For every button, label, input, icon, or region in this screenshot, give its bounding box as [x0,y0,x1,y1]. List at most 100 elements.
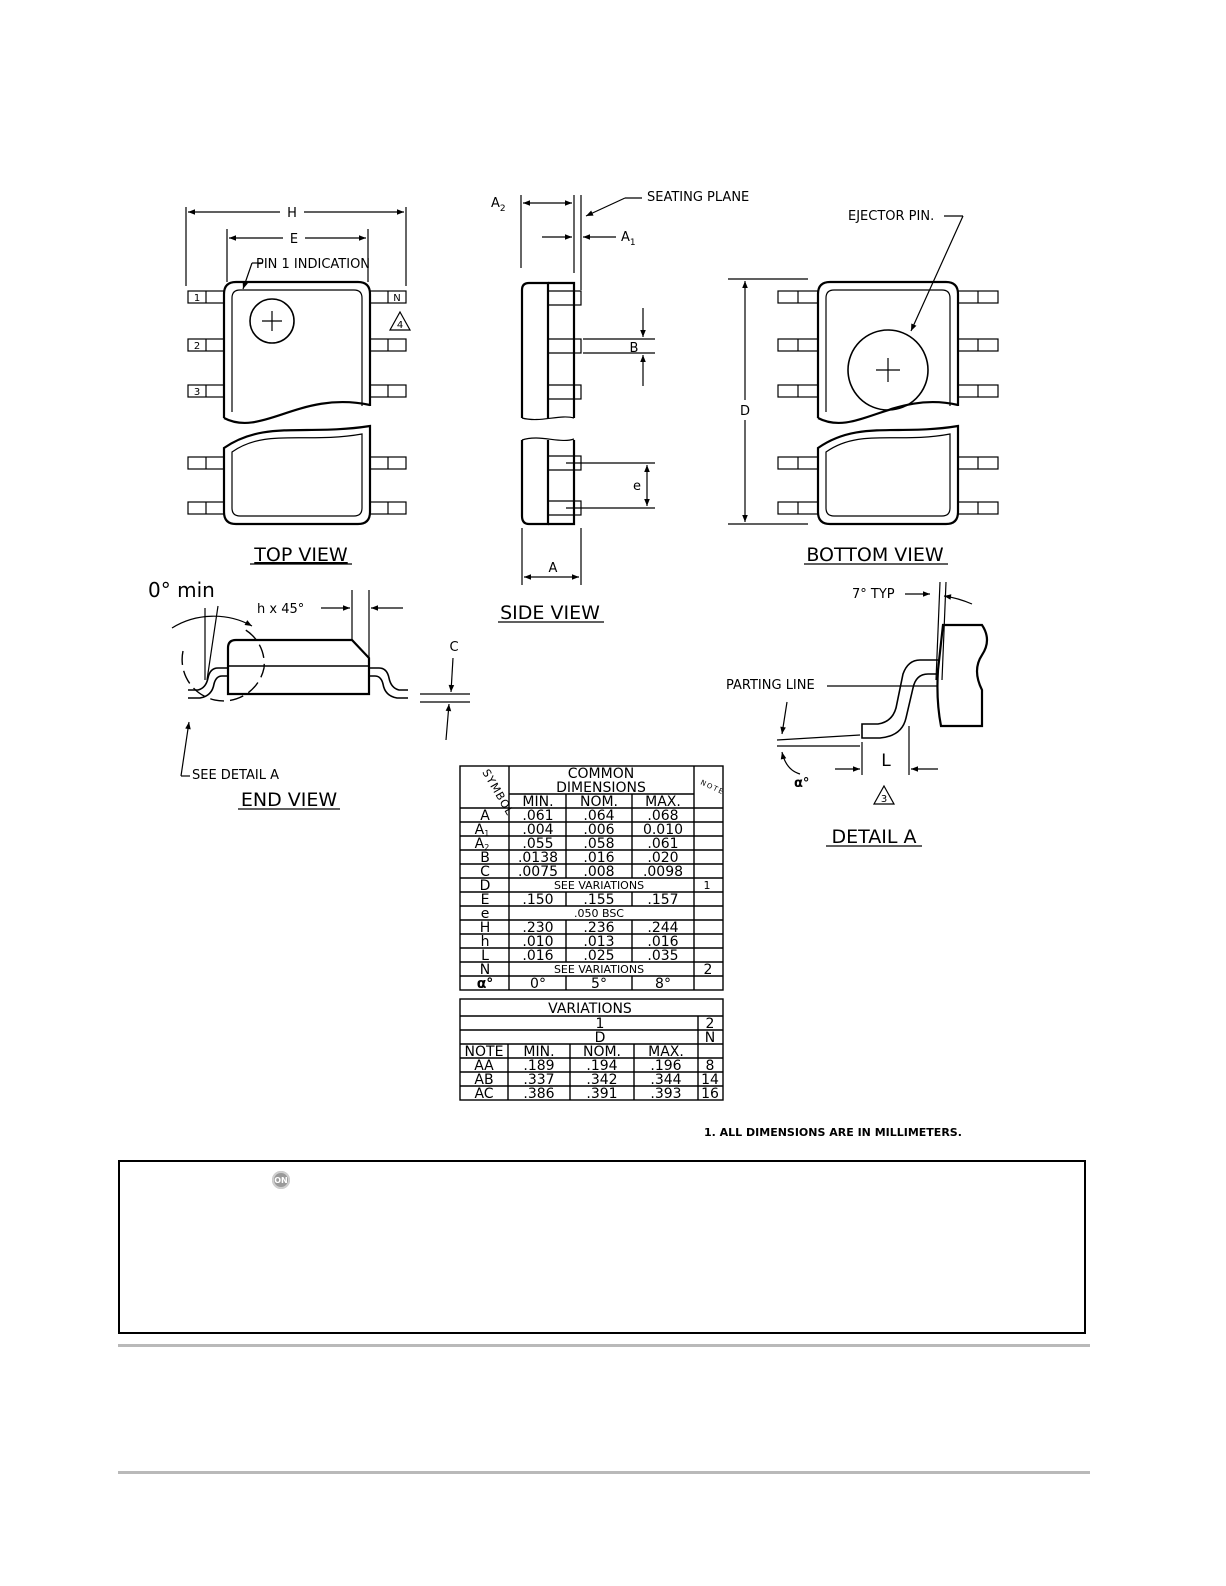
nom-header: NOM. [580,794,618,810]
common-header-line1: COMMON [568,766,634,782]
pin-3-number: 3 [194,387,200,398]
table-row: α° 0° 5° 8° [477,976,671,992]
row-note: AA [474,1058,494,1074]
variations-title: VARIATIONS [548,1001,632,1017]
detail-a-view: 7° TYP PARTING LINE α° L 3 DETAIL A [726,581,989,848]
pin1-indication-label: PIN 1 INDICATION [256,257,370,272]
note-3-marker: 3 [881,794,887,805]
divider-top [118,1344,1090,1347]
row-n: 8 [706,1058,715,1074]
row-min: .189 [523,1058,554,1074]
variation-D-header: D [595,1030,606,1046]
top-view: H E 1 2 3 N [185,206,412,566]
note-4-marker: 4 [397,320,403,331]
variations-table: VARIATIONS 1 2 D N NOTE MIN. NOM. MAX. A… [459,998,724,1102]
dim-L-label: L [881,751,891,771]
table-row: e .050 BSC [481,906,625,922]
footnote: 1. ALL DIMENSIONS ARE IN MILLIMETERS. [704,1126,962,1139]
bottom-pins-right [957,290,999,515]
dim-A2-label: A2 [491,196,506,214]
see-detail-a-label: SEE DETAIL A [192,768,279,783]
footer-info-box [118,1160,1086,1334]
row-symbol: α° [477,976,494,992]
note-header: NOTE [699,779,725,797]
table-row: A1 .004 .006 0.010 [475,822,683,838]
parting-line-label: PARTING LINE [726,678,815,693]
min-header: MIN. [522,794,553,810]
row-min: .016 [522,948,553,964]
row-symbol: D [480,878,491,894]
row-symbol: e [481,906,490,922]
row-span: SEE VARIATIONS [554,879,644,892]
row-max: .244 [647,920,678,936]
row-nom: .008 [583,864,614,880]
row-nom: .025 [583,948,614,964]
row-min: 0° [530,976,546,992]
table-row: D SEE VARIATIONS 1 [480,878,711,894]
row-nom: 5° [591,976,607,992]
row-nom: .342 [586,1072,617,1088]
bottom-view-title: BOTTOM VIEW [806,544,944,566]
row-max: .020 [647,850,678,866]
row-max: .061 [647,836,678,852]
row-min: .010 [522,934,553,950]
dim-H-label: H [287,206,297,221]
row-nom: .013 [583,934,614,950]
row-note: 1 [704,879,711,892]
table-row: C .0075 .008 .0098 [480,864,683,880]
top-pins-left [187,290,225,515]
row-max: .035 [647,948,678,964]
row-symbol: E [481,892,490,908]
row-nom: .058 [583,836,614,852]
row-nom: .391 [586,1086,617,1102]
row-note: AB [474,1072,493,1088]
row-max: .344 [650,1072,681,1088]
table-row: B .0138 .016 .020 [480,850,678,866]
ejector-pin-label: EJECTOR PIN. [848,209,934,224]
row-symbol: A2 [475,836,490,852]
dim-E-label: E [290,232,298,247]
h-x-45-label: h x 45° [257,602,304,617]
row-note: AC [474,1086,493,1102]
row-symbol: B [480,850,490,866]
common-dimensions-table: SYMBOL COMMON DIMENSIONS NOTE MIN. NOM. … [459,765,726,992]
end-view: 0° min h x 45° C SEE DETAIL A END VIEW [148,578,470,811]
table-row: A2 .055 .058 .061 [475,836,679,852]
dim-B-label: B [630,341,639,356]
row-span: .050 BSC [574,907,624,920]
seating-plane-label: SEATING PLANE [647,190,749,205]
on-logo-icon: ON [272,1171,290,1189]
row-max: 0.010 [643,822,683,838]
side-view-title: SIDE VIEW [500,602,600,624]
top-view-title: TOP VIEW [253,544,348,566]
max-header: MAX. [645,794,681,810]
dim-e-label: e [633,479,641,494]
row-min: .230 [522,920,553,936]
pin-2-number: 2 [194,341,200,352]
row-min: .386 [523,1086,554,1102]
zero-min-label: 0° min [148,578,215,602]
table-row: H .230 .236 .244 [480,920,679,936]
row-symbol: L [481,948,489,964]
alpha-label: α° [794,776,809,791]
dim-C-label: C [449,640,458,655]
row-max: .016 [647,934,678,950]
table-row: AA .189 .194 .196 8 [474,1058,714,1074]
bottom-pins-left [777,290,819,515]
pin-1-number: 1 [194,293,200,304]
row-span: SEE VARIATIONS [554,963,644,976]
row-max: .393 [650,1086,681,1102]
row-nom: .236 [583,920,614,936]
variation-note-header: NOTE [465,1044,504,1060]
variation-col-2: 2 [706,1016,715,1032]
row-min: .061 [522,808,553,824]
table-row: AC .386 .391 .393 16 [474,1086,719,1102]
detail-a-title: DETAIL A [832,826,917,848]
row-nom: .006 [583,822,614,838]
table-row: AB .337 .342 .344 14 [474,1072,719,1088]
row-min: .0138 [518,850,558,866]
row-max: .196 [650,1058,681,1074]
row-symbol: h [481,934,490,950]
variation-nom-header: NOM. [583,1044,621,1060]
row-max: .0098 [643,864,683,880]
